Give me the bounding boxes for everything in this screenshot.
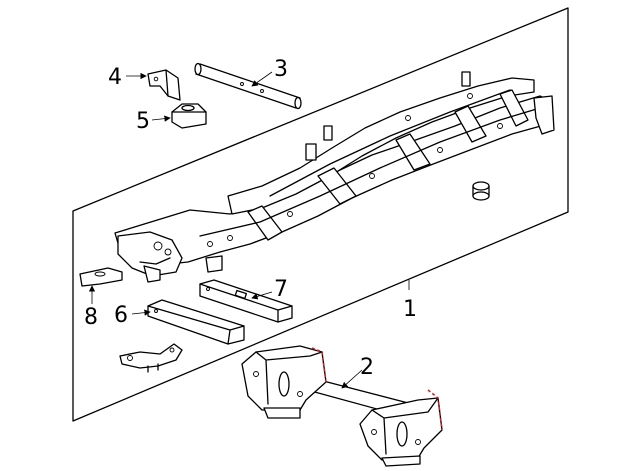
rear-crossmember-assembly[interactable] <box>241 345 443 467</box>
crossmember-tube[interactable] <box>194 62 302 110</box>
callout-7: 7 <box>274 277 288 302</box>
callout-4: 4 <box>108 65 122 90</box>
leader-lines <box>88 71 410 389</box>
support-bar[interactable] <box>147 299 245 345</box>
body-mount-pad[interactable] <box>171 103 207 129</box>
callout-5: 5 <box>136 109 150 134</box>
callout-2: 2 <box>360 355 374 380</box>
reinforcement-bar[interactable] <box>199 279 293 323</box>
callout-6: 6 <box>114 303 128 328</box>
transmission-bracket[interactable] <box>119 343 183 373</box>
frame-assembly[interactable] <box>114 71 555 283</box>
frame-bracket[interactable] <box>79 267 123 287</box>
background-panel <box>72 7 569 422</box>
mount-bracket[interactable] <box>147 69 181 101</box>
callout-8: 8 <box>84 305 98 330</box>
callout-1: 1 <box>403 297 417 322</box>
callout-3: 3 <box>274 57 288 82</box>
